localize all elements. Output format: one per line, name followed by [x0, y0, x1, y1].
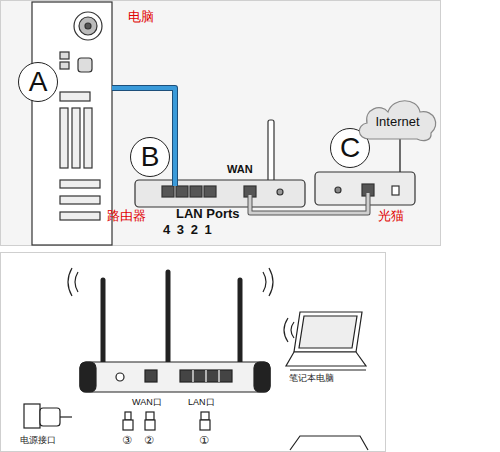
node-text: B: [141, 141, 160, 173]
node-text: 光猫: [378, 209, 404, 224]
laptop-box: 笔记本电脑: [285, 310, 367, 372]
node-text: 路由器: [107, 209, 146, 224]
node-text: 电源接口: [20, 435, 56, 445]
router-bottom: [80, 272, 270, 392]
port-label: LAN Ports: [176, 207, 240, 222]
port-numbers: 4 3 2 1: [163, 223, 212, 238]
router-box: 路由器: [135, 180, 305, 207]
port-label: WAN口: [132, 397, 162, 407]
wifi-waves: [68, 268, 294, 342]
cable-connector: [400, 139, 401, 172]
callout-number: ③: [122, 434, 132, 447]
top-panel: [1, 1, 441, 246]
callout-circle: A: [18, 62, 58, 102]
callout-circle: B: [130, 137, 170, 177]
cable-core: [112, 88, 175, 186]
partial-device: [290, 436, 368, 450]
modem-box: 光猫: [315, 172, 415, 205]
node-text: C: [340, 132, 360, 164]
callout-number: ②: [144, 434, 154, 447]
internet-cloud: Internet: [355, 95, 440, 143]
cable-core: [250, 193, 368, 213]
laptop: [286, 312, 366, 370]
bottom-panel: [1, 253, 386, 452]
node-text: 电脑: [128, 10, 154, 25]
node-text: 笔记本电脑: [289, 373, 334, 383]
cable-outline: [112, 88, 175, 186]
node-text: Internet: [375, 115, 419, 130]
callout-number: ①: [199, 434, 209, 447]
cloud-shape: [359, 101, 435, 141]
cable-plugs: [123, 412, 210, 430]
power-adapter: [24, 404, 72, 428]
computer-box: 电脑: [32, 2, 112, 245]
cable-core: [399, 139, 400, 172]
cable-connector: [112, 88, 175, 186]
adapter-box: 电源接口: [22, 402, 62, 432]
node-text: A: [29, 66, 48, 98]
cable-connector: [250, 193, 368, 213]
computer-tower: [32, 2, 112, 245]
optical-modem: [315, 172, 415, 205]
port-label: WAN: [227, 163, 253, 176]
cable-outline: [250, 193, 368, 213]
port-label: LAN口: [188, 397, 215, 407]
